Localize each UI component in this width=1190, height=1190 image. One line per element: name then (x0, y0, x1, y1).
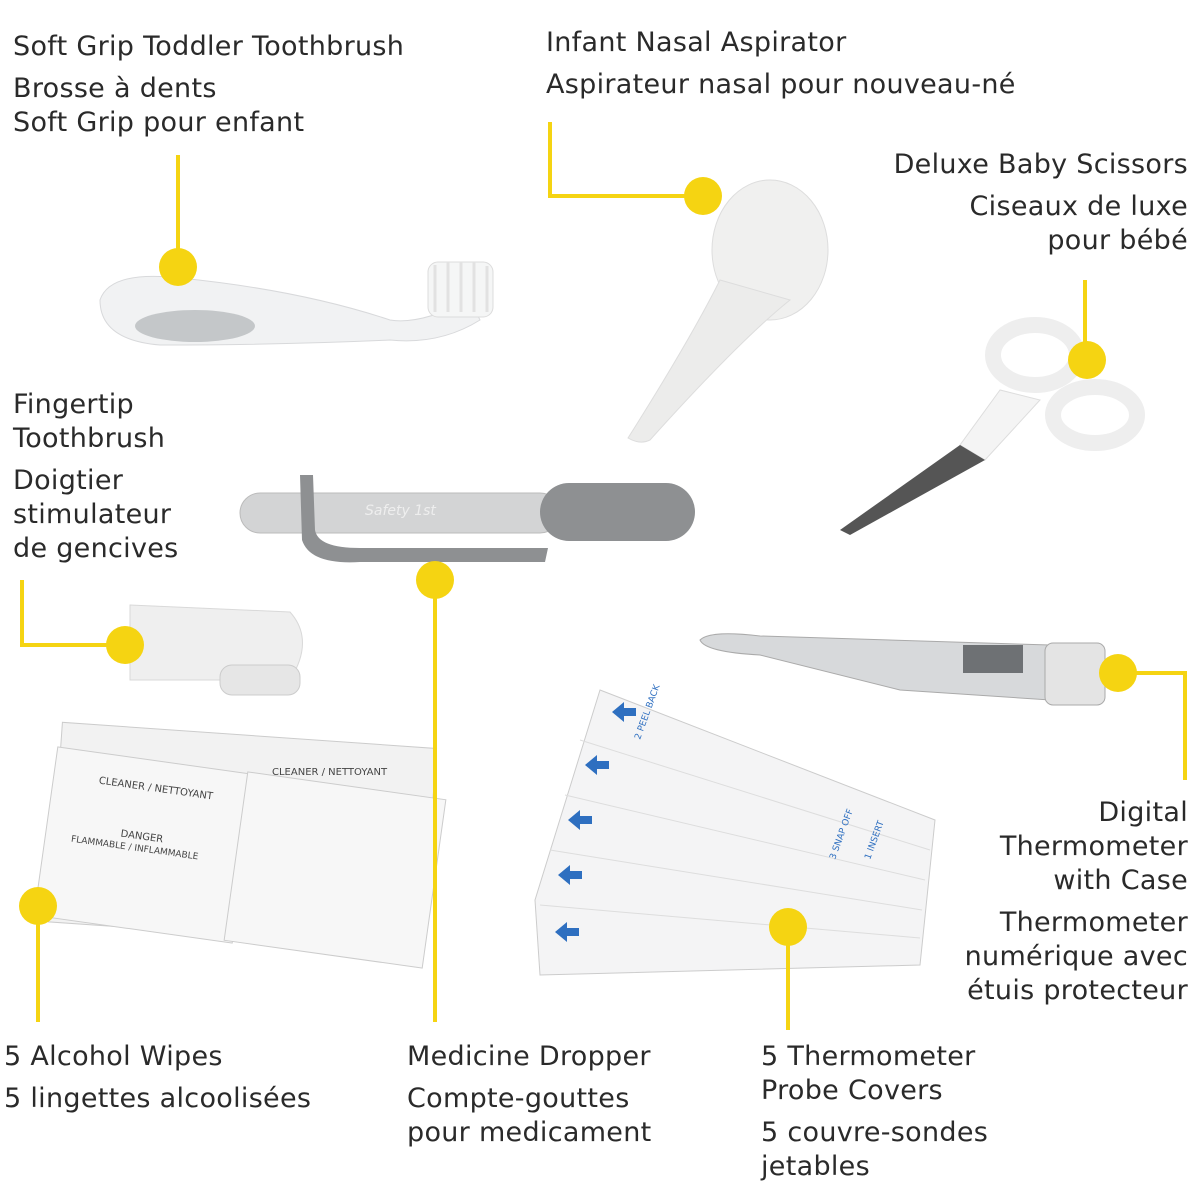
label-fr: Doigtier (13, 465, 124, 496)
label-en: Fingertip (13, 389, 134, 420)
label-fr: pour medicament (407, 1117, 652, 1148)
label-fr: Compte-gouttes (407, 1083, 630, 1114)
digital-thermometer-image (699, 633, 1106, 706)
label-fr: stimulateur (13, 499, 172, 530)
callout-dots (19, 177, 1137, 946)
label-dropper: Medicine Dropper Compte-gouttes pour med… (407, 1040, 652, 1150)
label-fr: Thermometer (999, 907, 1188, 938)
wipe-title-print: CLEANER / NETTOYANT (272, 767, 388, 778)
toddler-toothbrush-image (99, 261, 494, 346)
label-en: Soft Grip Toddler Toothbrush (13, 31, 405, 62)
label-aspirator: Infant Nasal Aspirator Aspirateur nasal … (546, 26, 1016, 102)
label-fr: Soft Grip pour enfant (13, 107, 305, 138)
callout-dot-aspirator (684, 177, 722, 215)
label-en: Probe Covers (761, 1075, 943, 1106)
label-wipes: 5 Alcohol Wipes 5 lingettes alcoolisées (4, 1040, 311, 1116)
label-en: Medicine Dropper (407, 1041, 651, 1072)
callout-dot-fingertip (106, 626, 144, 664)
callout-line-aspirator (548, 122, 703, 198)
label-fr: 5 couvre-sondes (761, 1117, 989, 1148)
callout-line-thermometer (1118, 671, 1187, 780)
label-en: 5 Alcohol Wipes (4, 1041, 223, 1072)
label-fr: jetables (761, 1151, 870, 1182)
label-en: Toothbrush (13, 423, 166, 454)
callout-dot-toothbrush (159, 248, 197, 286)
medicine-dropper-image: Safety 1st (239, 475, 695, 563)
label-fr: Ciseaux de luxe (969, 191, 1188, 222)
label-en: Deluxe Baby Scissors (893, 149, 1188, 180)
label-thermometer: Digital Thermometer with Case Thermomete… (965, 796, 1188, 1008)
label-scissors: Deluxe Baby Scissors Ciseaux de luxe pou… (894, 148, 1188, 258)
alcohol-wipes-image: CLEANER / NETTOYANT CLEANER / NETTOYANT … (33, 721, 447, 969)
label-en: Thermometer (999, 831, 1188, 862)
label-en: Digital (1098, 797, 1188, 828)
label-en: 5 Thermometer (761, 1041, 976, 1072)
callout-line-fingertip (20, 580, 125, 647)
callout-dot-dropper (416, 561, 454, 599)
label-en: with Case (1053, 865, 1188, 896)
callout-dot-scissors (1068, 341, 1106, 379)
callout-dot-probe-covers (769, 908, 807, 946)
label-fr: pour bébé (1047, 225, 1188, 256)
label-fr: 5 lingettes alcoolisées (4, 1083, 312, 1114)
callout-dot-wipes (19, 887, 57, 925)
label-fingertip: Fingertip Toothbrush Doigtier stimulateu… (13, 388, 179, 566)
label-probe-covers: 5 Thermometer Probe Covers 5 couvre-sond… (761, 1040, 988, 1184)
callout-lines (20, 122, 1187, 1030)
label-fr: étuis protecteur (967, 975, 1188, 1006)
nasal-aspirator-image (627, 179, 829, 443)
label-en: Infant Nasal Aspirator (546, 27, 847, 58)
label-fr: numérique avec (964, 941, 1188, 972)
dropper-brand-print: Safety 1st (365, 503, 436, 519)
label-toothbrush: Soft Grip Toddler Toothbrush Brosse à de… (13, 30, 404, 140)
label-fr: Aspirateur nasal pour nouveau-né (546, 69, 1016, 100)
label-fr: Brosse à dents (13, 73, 217, 104)
callout-dot-thermometer (1099, 654, 1137, 692)
fingertip-toothbrush-image (129, 604, 303, 696)
label-fr: de gencives (13, 533, 179, 564)
probe-covers-image: 2 PEEL BACK 3 SNAP OFF 1 INSERT (534, 682, 936, 976)
